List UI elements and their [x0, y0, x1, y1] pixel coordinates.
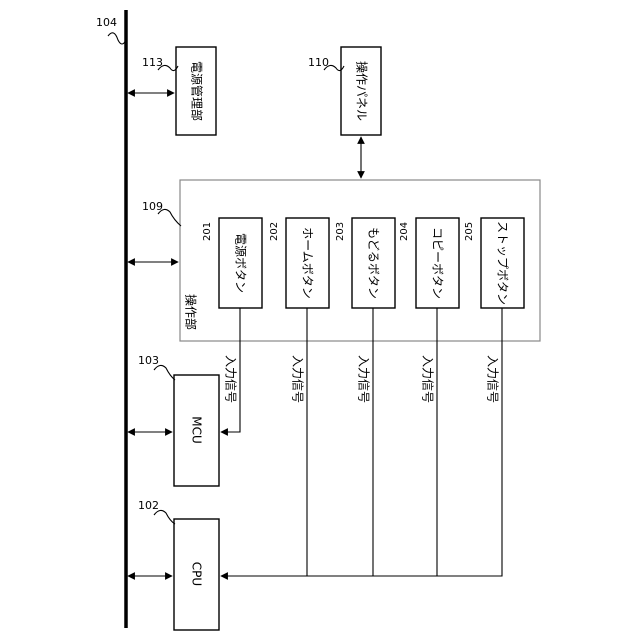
power-signal-label: 入力信号 — [224, 355, 238, 403]
copy-button-ref-label: 204 — [399, 222, 410, 241]
back-signal-label: 入力信号 — [357, 355, 371, 403]
operation-panel-ref-label: 110 — [308, 56, 329, 69]
power-button-label: 電源ボタン — [234, 233, 248, 293]
operation-unit-ref-label: 109 — [142, 200, 163, 213]
cpu-label: CPU — [190, 562, 204, 586]
back-button-label: もどるボタン — [367, 227, 381, 299]
stop-button-label: ストップボタン — [496, 221, 510, 305]
cpu-ref-label: 102 — [138, 499, 159, 512]
bus-ref-label: 104 — [96, 16, 117, 29]
operation-unit-label: 操作部 — [184, 294, 199, 330]
power-button-ref-label: 201 — [202, 222, 213, 241]
home-button-label: ホームボタン — [301, 227, 315, 299]
mcu-label: MCU — [190, 416, 204, 444]
power-management-label: 電源管理部 — [190, 61, 205, 121]
copy-button-label: コピーボタン — [431, 227, 445, 299]
mcu-ref-leader — [154, 365, 175, 380]
operation-panel-label: 操作パネル — [355, 61, 370, 121]
copy-signal-label: 入力信号 — [421, 355, 435, 403]
bus-ref-leader — [108, 33, 126, 44]
power-management-ref-label: 113 — [142, 56, 163, 69]
cpu-ref-leader — [154, 510, 175, 524]
stop-button-to-cpu-wire — [221, 308, 502, 576]
stop-button-ref-label: 205 — [464, 222, 475, 241]
back-button-ref-label: 203 — [335, 222, 346, 241]
home-signal-label: 入力信号 — [291, 355, 305, 403]
stop-signal-label: 入力信号 — [486, 355, 500, 403]
home-button-ref-label: 202 — [269, 222, 280, 241]
mcu-ref-label: 103 — [138, 354, 159, 367]
